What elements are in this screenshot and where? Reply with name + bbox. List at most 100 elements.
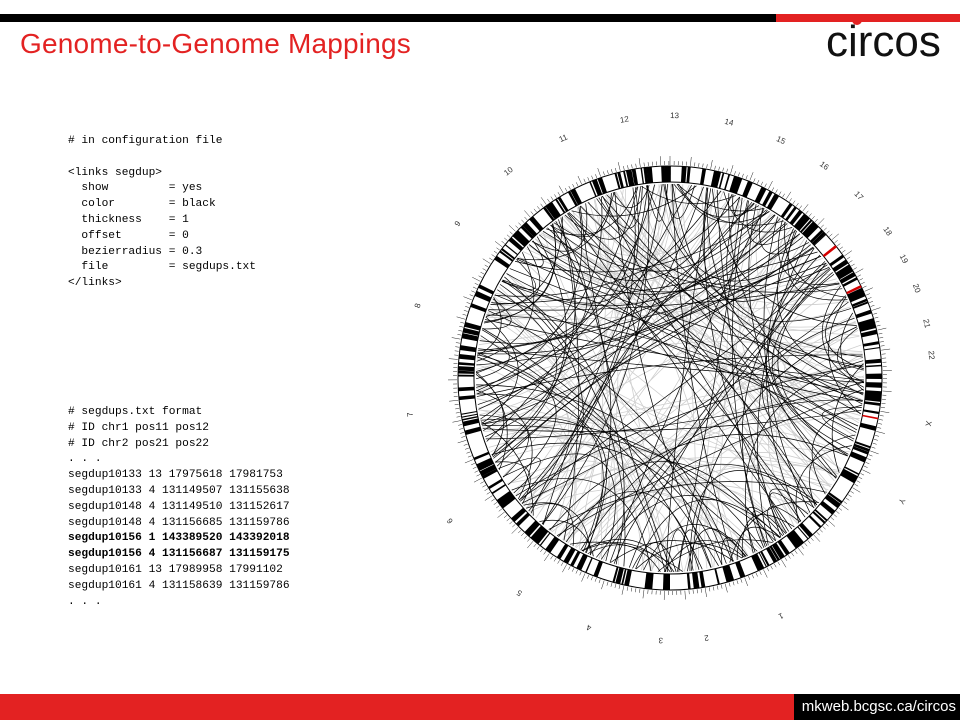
- segdup-link: [488, 283, 840, 311]
- tick-mark: [879, 337, 884, 339]
- tick-mark: [732, 581, 735, 586]
- chromosome-label: Y: [896, 497, 907, 507]
- chromosome-label: 8: [413, 302, 423, 309]
- cytoband: [461, 411, 477, 415]
- code-line: segdup10161 4 131158639 131159786: [68, 579, 290, 592]
- cytoband: [813, 233, 827, 246]
- segdup-link: [477, 222, 787, 352]
- tick-mark: [712, 586, 715, 591]
- cytoband: [844, 466, 860, 476]
- segdup-link: [600, 495, 776, 560]
- cytoband: [766, 547, 778, 563]
- cytoband: [855, 309, 872, 319]
- tick-mark: [461, 436, 466, 438]
- cytoband: [789, 210, 803, 225]
- segdup-link: [728, 193, 861, 414]
- background-link: [651, 417, 860, 572]
- cytoband: [617, 171, 624, 189]
- cytoband: [475, 290, 492, 300]
- tick-mark: [471, 290, 476, 293]
- tick-mark: [460, 321, 465, 324]
- tick-mark: [704, 588, 707, 597]
- cytoband: [788, 531, 802, 548]
- segdup-link: [741, 514, 795, 558]
- tick-mark: [544, 553, 550, 562]
- segdup-link: [516, 240, 544, 267]
- tick-mark: [540, 548, 543, 553]
- cytoband: [814, 509, 828, 522]
- cytoband: [851, 298, 868, 307]
- code-line: color = black: [68, 198, 216, 211]
- tick-mark: [778, 191, 782, 196]
- cytoband: [852, 446, 869, 455]
- tick-mark: [454, 350, 459, 352]
- tick-mark: [760, 181, 763, 186]
- background-link: [562, 320, 856, 540]
- tick-mark: [457, 440, 467, 444]
- tick-mark: [621, 585, 625, 595]
- cytoband: [793, 213, 808, 230]
- segdup-link: [477, 233, 800, 355]
- background-link: [476, 186, 705, 390]
- code-line: bezierradius = 0.3: [68, 245, 203, 258]
- tick-mark: [520, 532, 525, 537]
- tick-mark: [455, 408, 460, 410]
- segdup-link: [567, 212, 854, 442]
- tick-mark: [533, 208, 537, 213]
- segdup-link: [762, 317, 855, 478]
- segdup-link: [475, 329, 510, 380]
- segdup-link: [481, 417, 608, 553]
- segdup-link: [556, 388, 864, 536]
- cytoband: [790, 529, 804, 545]
- tick-mark: [508, 225, 516, 232]
- tick-mark: [564, 187, 568, 192]
- background-link: [478, 185, 650, 409]
- cytoband: [491, 483, 506, 495]
- segdup-link: [729, 501, 819, 563]
- cytoband: [459, 345, 477, 353]
- tick-mark: [881, 348, 891, 351]
- segdup-link: [476, 184, 655, 395]
- chromosome-label: 11: [558, 132, 570, 144]
- segdup-link: [494, 294, 863, 402]
- cytoband: [511, 507, 527, 523]
- segdup-link: [587, 202, 863, 405]
- tick-mark: [482, 268, 487, 271]
- segdup-link: [545, 186, 638, 236]
- tick-mark: [568, 566, 571, 570]
- cytoband: [479, 464, 497, 477]
- tick-mark: [851, 263, 855, 267]
- segdup-link: [476, 354, 863, 397]
- segdup-link: [483, 223, 557, 324]
- tick-mark: [872, 442, 877, 445]
- cytoband: [863, 341, 880, 347]
- tick-mark: [848, 260, 853, 263]
- segdup-link: [519, 186, 704, 501]
- cytoband: [862, 414, 879, 420]
- segdup-link: [811, 404, 863, 495]
- segdup-link: [498, 457, 541, 494]
- segdup-link: [569, 541, 683, 572]
- background-link: [506, 272, 809, 515]
- segdup-link: [704, 187, 789, 532]
- cytoband: [865, 364, 882, 368]
- background-link: [704, 452, 839, 569]
- cytoband: [812, 511, 826, 524]
- cytoband: [725, 564, 735, 582]
- cytoband: [477, 461, 494, 471]
- tick-mark: [550, 196, 554, 201]
- tick-mark: [877, 427, 882, 429]
- tick-mark: [795, 202, 799, 207]
- segdup-link: [477, 354, 557, 486]
- segdup-link: [580, 205, 864, 371]
- tick-mark: [744, 577, 748, 587]
- tick-mark: [781, 559, 787, 568]
- cytoband: [824, 496, 839, 509]
- tick-mark: [873, 312, 878, 315]
- tick-mark: [469, 294, 474, 297]
- tick-mark: [557, 192, 561, 196]
- cytoband: [462, 415, 479, 421]
- segdup-link: [476, 185, 648, 388]
- code-line: file = segdups.txt: [68, 261, 256, 274]
- tick-mark: [804, 542, 808, 547]
